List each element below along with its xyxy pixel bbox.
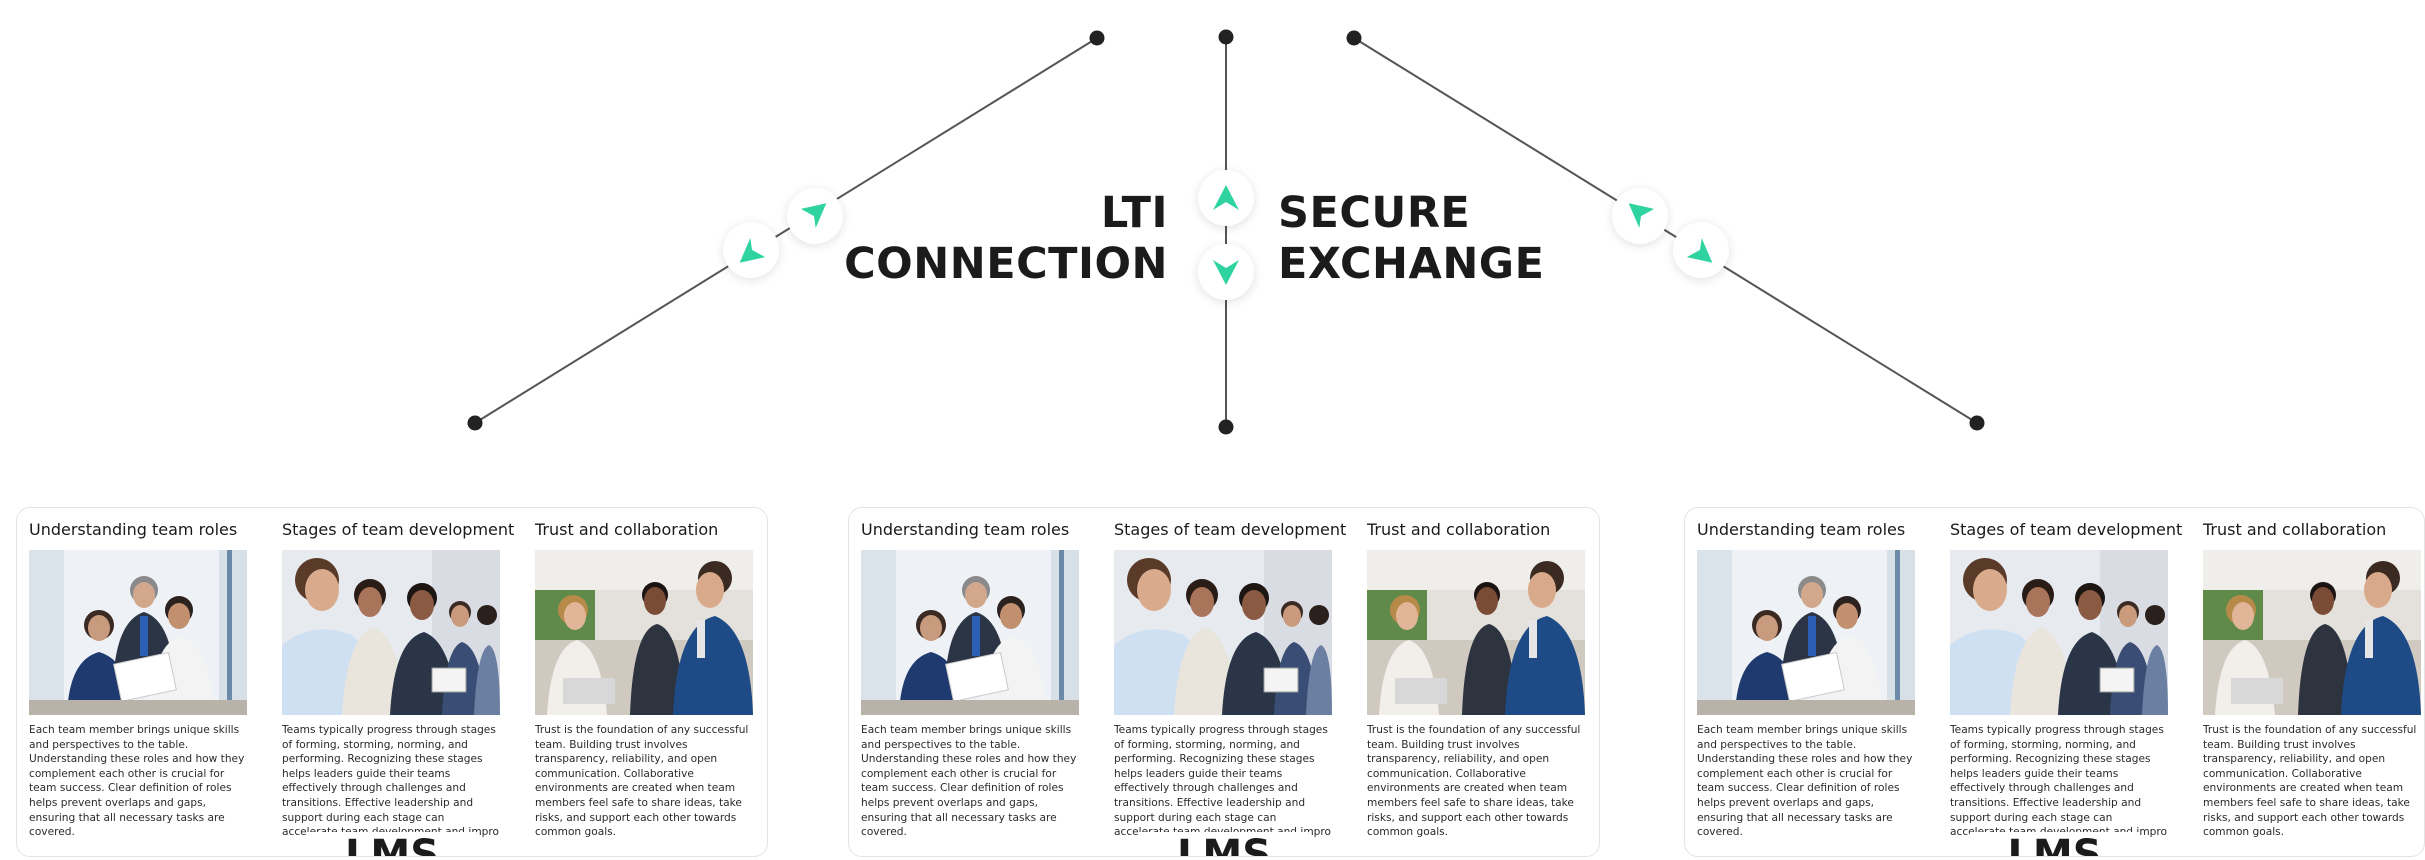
node-right-bottom bbox=[1969, 415, 1985, 431]
node-left-top bbox=[1089, 30, 1105, 46]
lms-label: LMS bbox=[1138, 832, 1310, 856]
lms-card: Understanding team roles Each team membe… bbox=[1684, 507, 2425, 857]
column-title: Trust and collaboration bbox=[535, 520, 719, 539]
navigation-arrow-icon bbox=[1628, 203, 1655, 229]
lms-label: LMS bbox=[306, 832, 478, 856]
column-body-text: Each team member brings unique skills an… bbox=[1697, 724, 1913, 839]
column-title: Trust and collaboration bbox=[2203, 520, 2387, 539]
node-right-top bbox=[1346, 30, 1362, 46]
team-development-photo bbox=[1114, 550, 1332, 715]
navigation-arrow-icon bbox=[800, 203, 827, 229]
column-body-text: Teams typically progress through stages … bbox=[1950, 724, 2167, 839]
down-arrow-icon bbox=[1213, 260, 1239, 285]
column-body-text: Each team member brings unique skills an… bbox=[861, 724, 1077, 839]
team-roles-photo bbox=[861, 550, 1079, 715]
title-left-line-1: LTI bbox=[1100, 188, 1168, 238]
secure-exchange-title: SECURE EXCHANGE bbox=[1278, 188, 1544, 290]
arrow-badge-center-down bbox=[1198, 244, 1254, 300]
column-body-text: Trust is the foundation of any successfu… bbox=[1367, 724, 1581, 839]
column-title: Understanding team roles bbox=[29, 520, 238, 539]
lms-card: Understanding team roles Each team membe… bbox=[16, 507, 768, 857]
column-body-text: Trust is the foundation of any successfu… bbox=[2203, 724, 2417, 839]
team-development-photo bbox=[282, 550, 500, 715]
trust-collaboration-photo bbox=[2203, 550, 2421, 715]
trust-collaboration-photo bbox=[535, 550, 753, 715]
arrow-badge-center-up bbox=[1198, 170, 1254, 226]
arrow-badge-left-upper bbox=[787, 188, 843, 244]
column-body-text: Each team member brings unique skills an… bbox=[29, 724, 245, 839]
node-center-top bbox=[1218, 29, 1234, 45]
title-right-line-2: EXCHANGE bbox=[1278, 239, 1545, 289]
column-body-text: Teams typically progress through stages … bbox=[282, 724, 499, 839]
connector-left bbox=[474, 37, 1098, 424]
lms-label: LMS bbox=[1969, 832, 2140, 856]
arrow-badge-right-lower bbox=[1673, 222, 1729, 278]
trust-collaboration-photo bbox=[1367, 550, 1585, 715]
column-title: Trust and collaboration bbox=[1367, 520, 1551, 539]
node-center-bottom bbox=[1218, 419, 1234, 435]
node-left-bottom bbox=[467, 415, 483, 431]
team-development-photo bbox=[1950, 550, 2168, 715]
navigation-arrow-icon bbox=[1686, 237, 1713, 263]
arrow-badge-right-upper bbox=[1612, 188, 1668, 244]
column-title: Stages of team development bbox=[1114, 520, 1347, 539]
column-title: Stages of team development bbox=[1950, 520, 2183, 539]
column-title: Understanding team roles bbox=[1697, 520, 1906, 539]
lms-card: Understanding team roles Each team membe… bbox=[848, 507, 1600, 857]
column-title: Stages of team development bbox=[282, 520, 515, 539]
title-left-line-2: CONNECTION bbox=[844, 239, 1168, 289]
column-title: Understanding team roles bbox=[861, 520, 1070, 539]
navigation-arrow-icon bbox=[739, 237, 766, 263]
up-arrow-icon bbox=[1213, 185, 1239, 210]
connector-right bbox=[1353, 37, 1978, 424]
team-roles-photo bbox=[29, 550, 247, 715]
arrow-badge-left-lower bbox=[723, 222, 779, 278]
column-body-text: Teams typically progress through stages … bbox=[1114, 724, 1331, 839]
column-body-text: Trust is the foundation of any successfu… bbox=[535, 724, 749, 839]
lti-connection-title: LTI CONNECTION bbox=[844, 188, 1168, 290]
title-right-line-1: SECURE bbox=[1278, 188, 1471, 238]
team-roles-photo bbox=[1697, 550, 1915, 715]
